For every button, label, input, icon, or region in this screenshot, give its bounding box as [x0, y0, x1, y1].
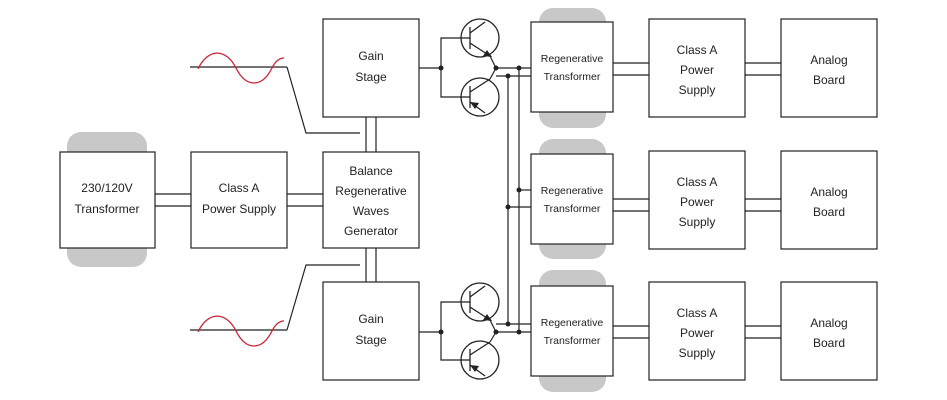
- regen-transformer-label-2: Transformer: [544, 203, 601, 215]
- channel-2: Regenerative Transformer Class A Power S…: [530, 139, 878, 259]
- wave-generator-label-4: Generator: [344, 224, 398, 238]
- npn-transistor-icon: [460, 77, 500, 117]
- channel-3: Regenerative Transformer Class A Power S…: [530, 270, 878, 392]
- wave-generator: Balance Regenerative Waves Generator: [322, 151, 420, 249]
- channel-power-supply-label-2: Power: [680, 195, 714, 209]
- sine-wave-icon: [190, 264, 360, 347]
- channel-1: Regenerative Transformer Class A Power S…: [530, 8, 878, 128]
- sine-wave-icon: [190, 52, 360, 134]
- channel-power-supply-label-3: Supply: [679, 346, 716, 360]
- regen-transformer-box: [530, 285, 614, 377]
- gain-stage-top-label-1: Gain: [358, 49, 383, 63]
- analog-board-label-1: Analog: [810, 185, 847, 199]
- gain-stage-top-box: [322, 18, 420, 118]
- wave-generator-box: [322, 151, 420, 249]
- regen-transformer-box: [530, 21, 614, 113]
- main-power-supply: Class A Power Supply: [190, 151, 288, 249]
- main-transformer: 230/120V Transformer: [59, 132, 156, 267]
- analog-board-label-2: Board: [813, 73, 845, 87]
- analog-board-label-1: Analog: [810, 53, 847, 67]
- gain-stage-bottom-box: [322, 281, 420, 381]
- channel-power-supply-label-1: Class A: [677, 43, 718, 57]
- channel-power-supply-label-3: Supply: [679, 83, 716, 97]
- analog-board-label-2: Board: [813, 205, 845, 219]
- regen-transformer-label-1: Regenerative: [541, 185, 604, 197]
- main-power-supply-label-1: Class A: [219, 181, 260, 195]
- analog-board-box: [780, 150, 878, 250]
- main-power-supply-box: [190, 151, 288, 249]
- regen-transformer-box: [530, 153, 614, 245]
- main-power-supply-label-2: Power Supply: [202, 202, 276, 216]
- channel-power-supply-box: [648, 18, 746, 118]
- npn-transistor-icon: [460, 282, 500, 322]
- main-transformer-box: [59, 151, 156, 249]
- channel-power-supply-label-1: Class A: [677, 175, 718, 189]
- gain-stage-bottom-label-2: Stage: [355, 333, 387, 347]
- channel-power-supply-box: [648, 281, 746, 381]
- analog-board-label-1: Analog: [810, 316, 847, 330]
- npn-transistor-icon: [460, 18, 500, 58]
- channel-power-supply-label-2: Power: [680, 63, 714, 77]
- wave-generator-label-3: Waves: [353, 204, 389, 218]
- regen-transformer-label-2: Transformer: [544, 71, 601, 83]
- wave-generator-label-1: Balance: [349, 164, 393, 178]
- npn-transistor-icon: [460, 340, 500, 380]
- channel-power-supply-label-3: Supply: [679, 215, 716, 229]
- wave-generator-label-2: Regenerative: [335, 184, 407, 198]
- regen-transformer-label-1: Regenerative: [541, 317, 604, 329]
- channel-power-supply-label-2: Power: [680, 326, 714, 340]
- regen-transformer-label-1: Regenerative: [541, 53, 604, 65]
- channel-power-supply-label-1: Class A: [677, 306, 718, 320]
- main-transformer-label-1: 230/120V: [81, 181, 132, 195]
- analog-board-box: [780, 281, 878, 381]
- gain-stage-top-label-2: Stage: [355, 70, 387, 84]
- gain-stage-bottom-label-1: Gain: [358, 312, 383, 326]
- gain-stage-top: Gain Stage: [322, 18, 420, 118]
- analog-board-label-2: Board: [813, 336, 845, 350]
- gain-stage-bottom: Gain Stage: [322, 281, 420, 381]
- analog-board-box: [780, 18, 878, 118]
- regen-transformer-label-2: Transformer: [544, 335, 601, 347]
- channel-power-supply-box: [648, 150, 746, 250]
- main-transformer-label-2: Transformer: [75, 202, 140, 216]
